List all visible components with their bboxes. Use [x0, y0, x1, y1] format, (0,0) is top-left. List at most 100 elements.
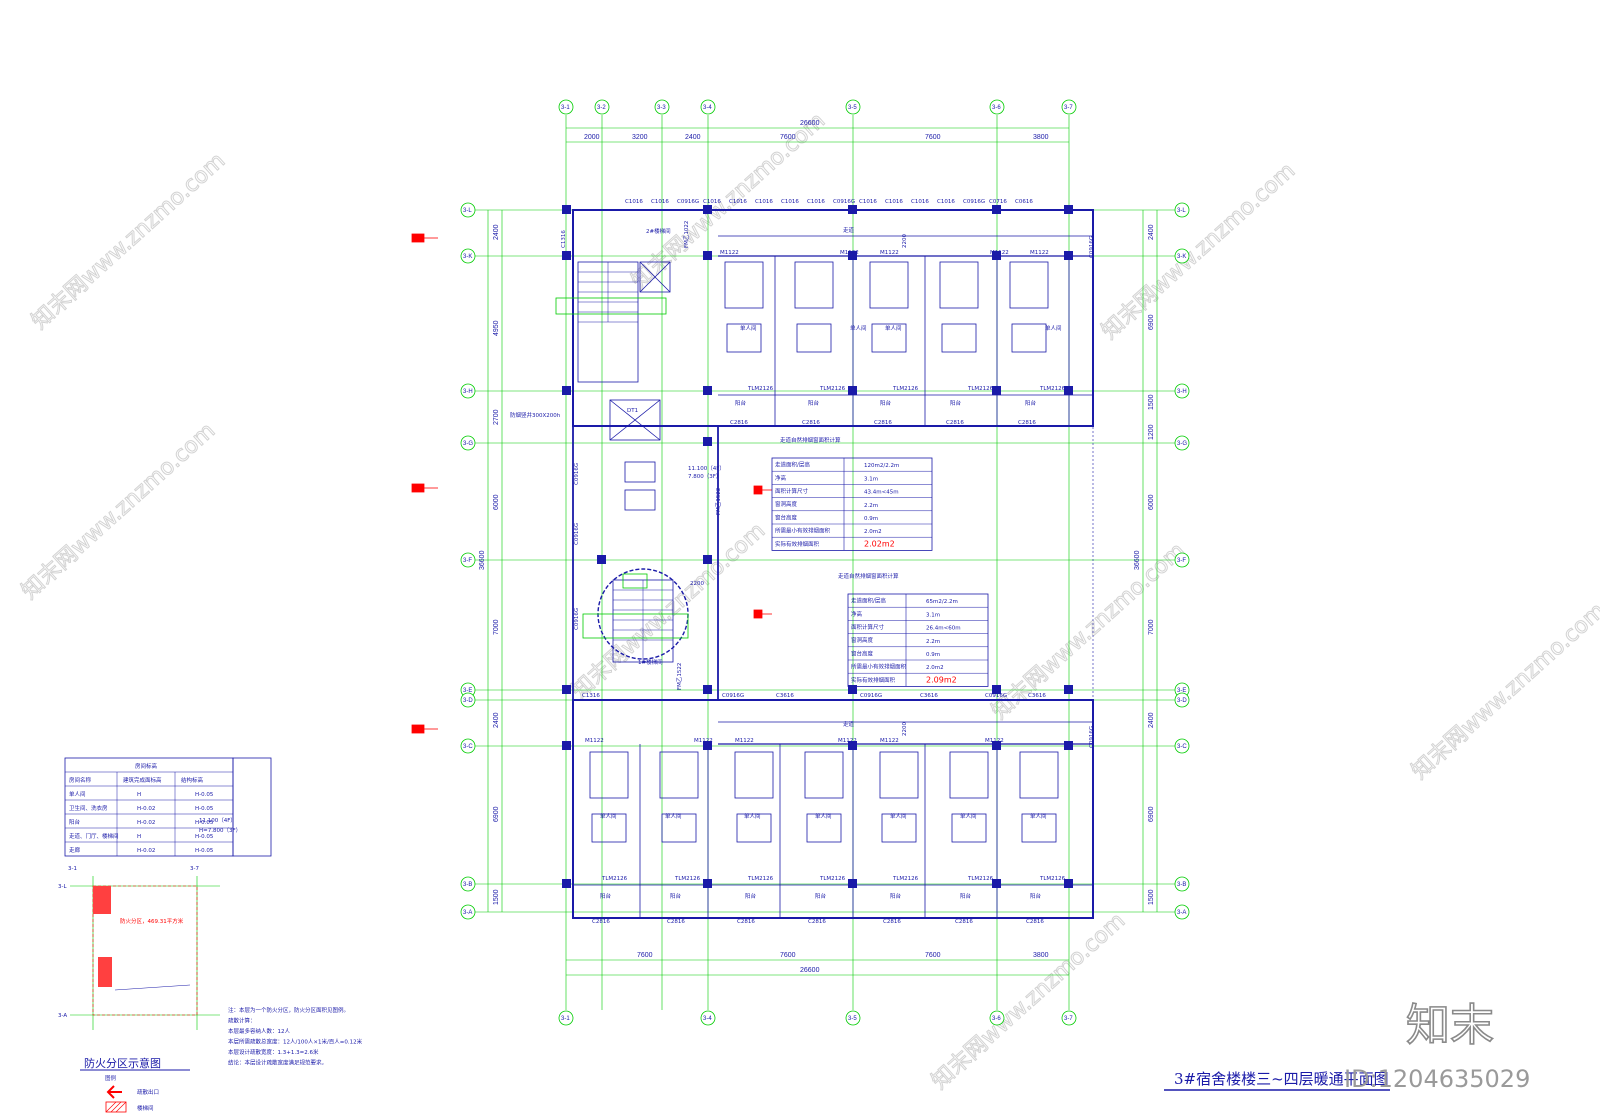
- table-cell: 43.4m<45m: [864, 490, 899, 496]
- axis-bubble-label: 3-D: [463, 698, 473, 704]
- room-labels: 单人间单人间单人间单人间单人间单人间单人间单人间单人间单人间单人间阳台阳台阳台阳…: [600, 324, 1062, 900]
- sliding-door-label: TLM2126: [747, 876, 774, 882]
- table-cell: 65m2/2.2m: [926, 599, 958, 605]
- table-cell: 2.02m2: [864, 539, 895, 548]
- column: [992, 879, 1001, 888]
- room-label: 单人间: [744, 812, 761, 820]
- exit-arrow-icon: [411, 483, 438, 493]
- room-label: 阳台: [600, 892, 612, 900]
- dimension-segment: 7000: [1148, 619, 1155, 635]
- column: [703, 555, 712, 564]
- window-label: C1016: [807, 199, 825, 205]
- column: [703, 205, 712, 214]
- window-label: C1316: [561, 230, 567, 248]
- room-label: 阳台: [880, 399, 892, 407]
- axis-bubble: [1174, 435, 1190, 451]
- axis-bubble-label: 3-7: [190, 866, 199, 872]
- dimension-segment: 7600: [780, 134, 796, 141]
- axis-bubble: [1174, 692, 1190, 708]
- elevator-shaft: [609, 399, 661, 511]
- axis-bubble: [1174, 876, 1190, 892]
- room-label: 阳台: [745, 892, 757, 900]
- legend-cell: 单人间: [69, 790, 86, 798]
- axis-bubble-label: 3-K: [463, 254, 472, 260]
- watermark: 知末网www.znzmo.com: [567, 518, 770, 704]
- legend-header: 房间标高: [135, 762, 158, 770]
- legend-cell: H-0.05: [195, 792, 214, 798]
- axis-bubble: [700, 1010, 716, 1026]
- legend-cell: H-0.05: [195, 848, 214, 854]
- legend-title: 图例: [105, 1074, 117, 1082]
- legend-cell: H-0.05: [195, 834, 214, 840]
- sliding-door-label: TLM2126: [819, 386, 846, 392]
- window-label: C2816: [737, 919, 755, 925]
- level-label: 11.100（4F）: [688, 465, 725, 472]
- axis-bubble: [989, 1010, 1005, 1026]
- window-label: C0916G: [574, 523, 580, 545]
- axis-bubble: [460, 435, 476, 451]
- axis-bubble-label: 3-4: [703, 105, 712, 111]
- table-cell: 所需最小有效排烟面积: [775, 527, 831, 535]
- sliding-door-label: TLM2126: [892, 876, 919, 882]
- dimension-segment: 1500: [1148, 889, 1155, 905]
- column: [992, 386, 1001, 395]
- window-label: C1016: [625, 199, 643, 205]
- legend-cell: H-0.05: [195, 806, 214, 812]
- window-label: C1016: [859, 199, 877, 205]
- dimension-segment: 7600: [925, 952, 941, 959]
- window-label: C2816: [1026, 919, 1044, 925]
- exit-arrow-icon: [753, 485, 772, 495]
- exit-arrow-icon: [753, 609, 772, 619]
- column: [848, 251, 857, 260]
- window-label: C1016: [755, 199, 773, 205]
- door-label: M1122: [720, 250, 739, 256]
- stair-zone-mark: [93, 886, 111, 914]
- column: [1064, 741, 1073, 750]
- dimension-segment: 2400: [1148, 224, 1155, 240]
- room-label: 单人间: [1030, 812, 1047, 820]
- window-label: C0916G: [722, 693, 744, 699]
- door-label: M1122: [840, 250, 859, 256]
- table-cell: 窗洞高度: [775, 500, 798, 508]
- table-title: 走道自然排烟窗面积计算: [838, 572, 899, 580]
- dimension-segment: 6000: [1148, 494, 1155, 510]
- dimension-segment: 1200: [1148, 424, 1155, 440]
- column: [848, 205, 857, 214]
- watermark: 知末网www.znzmo.com: [987, 538, 1190, 724]
- axis-bubble-label: 3-K: [1177, 254, 1186, 260]
- axis-bubble-label: 3-B: [1177, 882, 1186, 888]
- fire-zone-label: 防火分区，469.31平方米: [120, 917, 184, 925]
- window-label: C1016: [937, 199, 955, 205]
- axis-bubble-label: 3-7: [1064, 105, 1073, 111]
- dimension-total: 36600: [479, 550, 486, 570]
- door-label: M1122: [1030, 250, 1049, 256]
- column: [562, 205, 571, 214]
- axis-bubble-label: 3-1: [561, 105, 570, 111]
- axis-bubble: [558, 1010, 574, 1026]
- legend-cell: H: [137, 792, 141, 798]
- column: [992, 205, 1001, 214]
- door-label: M1122: [838, 738, 857, 744]
- window-label: C2816: [808, 919, 826, 925]
- axis-bubble-label: 3-L: [58, 884, 67, 890]
- axis-bubble-label: 3-B: [463, 882, 472, 888]
- window-label: C2816: [874, 420, 892, 426]
- room-label: 阳台: [890, 892, 902, 900]
- axis-bubble: [1174, 552, 1190, 568]
- axis-bubble: [460, 552, 476, 568]
- axis-bubble-label: 3-G: [463, 441, 473, 447]
- note-line: 本层所需疏散总宽度：12人/100人×1米/百人=0.12米: [228, 1038, 363, 1046]
- dimension-total: 36600: [1134, 550, 1141, 570]
- watermark: 知末网www.znzmo.com: [927, 908, 1130, 1094]
- dimension-segment: 2400: [1148, 712, 1155, 728]
- note-line: 注：本层为一个防火分区，防火分区面积见图例。: [228, 1006, 349, 1014]
- table-cell: 0.9m: [864, 516, 878, 522]
- door-label: M1122: [735, 738, 754, 744]
- building-walls: [572, 209, 1094, 919]
- sliding-door-label: TLM2126: [601, 876, 628, 882]
- dimension-segment: 3800: [1033, 952, 1049, 959]
- table-cell: 0.9m: [926, 652, 940, 658]
- legend-cell: 走廊: [69, 846, 81, 854]
